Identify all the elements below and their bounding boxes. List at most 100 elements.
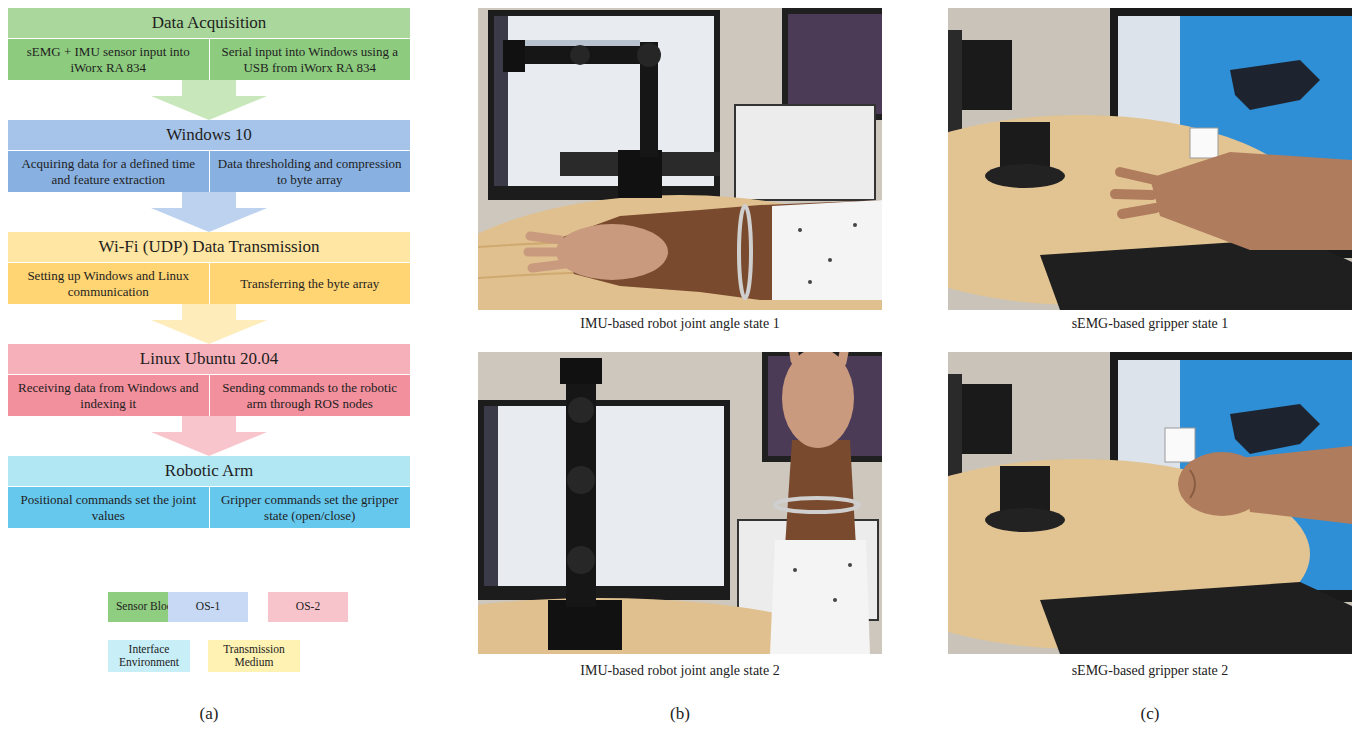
- step-box: Receiving data from Windows and indexing…: [8, 374, 209, 416]
- band-header: Robotic Arm: [8, 456, 410, 486]
- imu-photo-2-part: [770, 540, 870, 654]
- stage-band: Linux Ubuntu 20.04Receiving data from Wi…: [8, 344, 410, 416]
- imu-photo-2-part: [484, 406, 498, 586]
- step-row: Receiving data from Windows and indexing…: [8, 374, 410, 416]
- legend-swatch: Interface Environment: [108, 640, 190, 672]
- step-text-box: Acquiring data for a defined time and fe…: [14, 156, 203, 187]
- stage-band: Robotic ArmPositional commands set the j…: [8, 456, 410, 528]
- semg-photo-2-part: [1178, 452, 1266, 516]
- imu-photo-1-part: [782, 8, 882, 120]
- imu-photo-1-part: [772, 200, 882, 300]
- step-box: Data thresholding and compression to byt…: [209, 150, 411, 192]
- photo-caption: IMU-based robot joint angle state 2: [480, 663, 880, 679]
- band-header: Wi-Fi (UDP) Data Transmission: [8, 232, 410, 262]
- step-text-box: Data thresholding and compression to byt…: [216, 156, 405, 187]
- step-box: Serial input into Windows using a USB fr…: [209, 38, 411, 80]
- panel-letter: (c): [950, 704, 1350, 724]
- imu-photo-1-part: [478, 8, 882, 310]
- panel-letter: (b): [480, 704, 880, 724]
- legend-swatch: OS-2: [268, 592, 348, 622]
- step-box: Transferring the byte array: [209, 262, 411, 304]
- imu-photo-2-part: [484, 406, 724, 586]
- step-row: Setting up Windows and Linux communicati…: [8, 262, 410, 304]
- imu-photo-2-part: [478, 400, 730, 600]
- step-text: Positional commands set the joint values: [14, 492, 203, 523]
- band-header: Data Acquisition: [8, 8, 410, 38]
- band-heading: Windows 10: [14, 125, 404, 145]
- step-box: Setting up Windows and Linux communicati…: [8, 262, 209, 304]
- panel-letter: (a): [9, 704, 409, 724]
- semg-photo-1-part: [1150, 152, 1352, 250]
- step-row: sEMG + IMU sensor input into iWorx RA 83…: [8, 38, 410, 80]
- stage-band: Data Acquisition sEMG + IMU sensor input …: [8, 8, 410, 80]
- legend-text: Transmission Medium: [213, 643, 295, 669]
- step-text: Transferring the byte array: [240, 276, 379, 292]
- step-text: Data thresholding and compression to byt…: [216, 156, 405, 187]
- semg-photo-2-part: [962, 384, 1012, 454]
- imu-photo-2-part: [793, 568, 797, 572]
- photo-caption: sEMG-based gripper state 1: [950, 316, 1350, 332]
- legend-swatch: Transmission Medium: [208, 640, 300, 672]
- imu-photo-1-part: [853, 223, 857, 227]
- imu-photo-2-part: [548, 600, 622, 650]
- step-box: sEMG + IMU sensor input into iWorx RA 83…: [8, 38, 209, 80]
- imu-photo-1-part: [735, 105, 875, 200]
- imu-photo-2-part: [848, 563, 852, 567]
- band-heading: Linux Ubuntu 20.04: [14, 349, 404, 369]
- imu-photo-1-part: [788, 14, 882, 114]
- photo-caption: sEMG-based gripper state 2: [950, 663, 1350, 679]
- step-text: sEMG + IMU sensor input into iWorx RA 83…: [14, 44, 203, 75]
- step-row: Acquiring data for a defined time and fe…: [8, 150, 410, 192]
- legend-text: OS-1: [196, 600, 220, 613]
- step-text-box: Sending commands to the robotic arm thro…: [216, 380, 405, 411]
- semg-photo-1-part: [962, 40, 1012, 110]
- flow-arrow: [151, 192, 267, 232]
- semg-photo-2-part: [1230, 404, 1320, 454]
- semg-photo-1-part: [1115, 172, 1156, 214]
- imu-photo-1-part: [808, 280, 812, 284]
- semg-photo-1-part: [1230, 60, 1320, 110]
- flow-arrow: [151, 416, 267, 456]
- imu-photo-2-part: [567, 546, 595, 574]
- photo-caption: IMU-based robot joint angle state 1: [480, 316, 880, 332]
- band-heading: Data Acquisition: [14, 13, 404, 33]
- imu-photo-1-part: [798, 228, 802, 232]
- imu-photo-1: [478, 8, 882, 310]
- semg-photo-2-part: [1190, 470, 1195, 498]
- imu-photo-1-part: [618, 150, 662, 198]
- imu-photo-1-part: [503, 40, 525, 72]
- semg-photo-2-part: [985, 508, 1065, 532]
- step-box: Gripper commands set the gripper state (…: [209, 486, 411, 528]
- step-text: Sending commands to the robotic arm thro…: [216, 380, 405, 411]
- step-box: Acquiring data for a defined time and fe…: [8, 150, 209, 192]
- imu-photo-2-part: [568, 397, 594, 423]
- step-text: Receiving data from Windows and indexing…: [14, 380, 203, 411]
- step-text: Acquiring data for a defined time and fe…: [14, 156, 203, 187]
- step-text-box: Transferring the byte array: [240, 276, 379, 292]
- legend-swatch: OS-1: [168, 592, 248, 622]
- step-box: Sending commands to the robotic arm thro…: [209, 374, 411, 416]
- imu-photo-2-part: [566, 382, 596, 607]
- imu-photo-1-part: [556, 224, 668, 280]
- imu-photo-2-part: [792, 352, 846, 362]
- semg-photo-2: [948, 352, 1352, 654]
- stage-band: Wi-Fi (UDP) Data TransmissionSetting up …: [8, 232, 410, 304]
- step-text-box: Setting up Windows and Linux communicati…: [14, 268, 203, 299]
- band-heading: Robotic Arm: [14, 461, 404, 481]
- band-header: Windows 10: [8, 120, 410, 150]
- legend-text: Interface Environment: [113, 643, 185, 669]
- imu-photo-1-part: [488, 10, 720, 200]
- semg-photo-1-part: [985, 164, 1065, 188]
- imu-photo-1-part: [828, 258, 832, 262]
- step-text: Serial input into Windows using a USB fr…: [216, 44, 405, 75]
- semg-photo-2-part: [1040, 582, 1352, 654]
- semg-photo-2-part: [1165, 428, 1195, 462]
- flow-arrow: [151, 304, 267, 344]
- step-text-box: Serial input into Windows using a USB fr…: [216, 44, 405, 75]
- step-text-box: Receiving data from Windows and indexing…: [14, 380, 203, 411]
- step-box: Positional commands set the joint values: [8, 486, 209, 528]
- legend-text: OS-2: [296, 600, 320, 613]
- imu-photo-2-part: [560, 358, 602, 384]
- imu-photo-2-part: [833, 598, 837, 602]
- stage-band: Windows 10 Acquiring data for a defined t…: [8, 120, 410, 192]
